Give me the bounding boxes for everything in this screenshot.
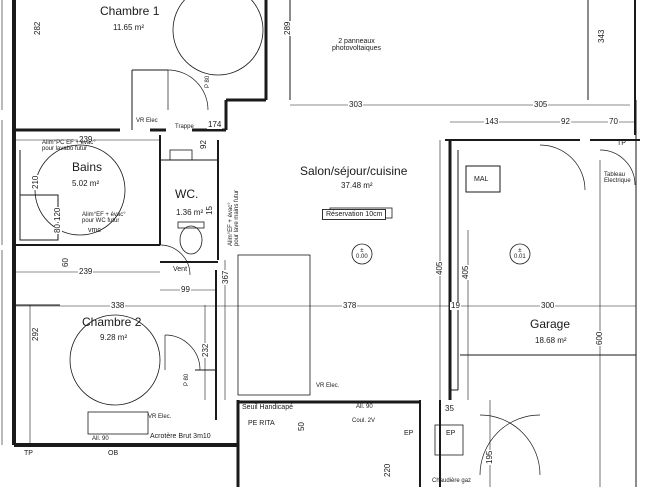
note-ep-2: EP <box>446 430 456 437</box>
dimension-label: 99 <box>180 285 191 294</box>
dimension-label: 405 <box>461 264 470 280</box>
level-marker-1 <box>351 243 373 265</box>
dimension-label: 405 <box>435 260 444 276</box>
note-coul-2v: Coul. 2V <box>352 418 376 424</box>
note-pe-rita: PE RITA <box>248 420 275 427</box>
note-tp-2: TP <box>617 140 626 147</box>
dimension-label: 239 <box>78 267 94 276</box>
note-trappe: Trappe <box>175 124 194 130</box>
dimension-label: 195 <box>485 449 494 465</box>
note-chaudiere: Chaudière gaz <box>432 478 472 484</box>
room-area-garage: 18.68 m² <box>535 336 567 345</box>
room-area-chambre2: 9.28 m² <box>100 333 128 342</box>
dimension-label: 19 <box>450 301 461 310</box>
note-alim-wc: Alim°EF + évac° pour WC futur <box>82 212 126 225</box>
dimension-label: 50 <box>297 421 306 432</box>
dimension-label: 60 <box>61 257 70 268</box>
dimension-label: 80 <box>53 223 62 234</box>
note-seuil: Seuil Handicapé <box>242 404 293 411</box>
room-name-wc: WC. <box>175 187 199 201</box>
note-reservation: Réservation 10cm <box>322 209 387 220</box>
note-vmc: vmc <box>88 227 101 234</box>
dimension-label: 92 <box>560 117 571 126</box>
chambre2-circle <box>69 314 161 406</box>
dimension-label: 303 <box>348 100 364 109</box>
room-name-garage: Garage <box>530 317 571 331</box>
note-acrotere: Acrotère Brut 3m10 <box>150 433 211 440</box>
note-vr-elec-2: VR Elec. <box>316 383 340 389</box>
dimension-label: 343 <box>597 28 606 44</box>
dimension-label: 305 <box>533 100 549 109</box>
note-tableau-electrique: Tableau Electrique <box>604 172 631 185</box>
note-alim-lave: Alim°EF + évac° pour lave mains futur <box>228 189 241 246</box>
room-area-bains: 5.02 m² <box>72 179 100 188</box>
bath-circle <box>34 144 126 236</box>
room-area-wc: 1.36 m² <box>176 208 204 217</box>
room-name-bains: Bains <box>72 160 103 174</box>
room-area-salon: 37.48 m² <box>341 181 373 190</box>
dimension-label: 292 <box>31 326 40 342</box>
dimension-label: 35 <box>444 404 455 413</box>
note-ep-1: EP <box>404 430 414 437</box>
dimension-label: 282 <box>33 20 42 36</box>
note-all-90-a: All. 90 <box>356 404 373 410</box>
level-marker-2 <box>509 243 531 265</box>
dimension-label: 367 <box>221 269 230 285</box>
dimension-label: 15 <box>205 205 214 216</box>
note-ob: OB <box>108 450 119 457</box>
dimension-label: 120 <box>53 206 62 222</box>
dimension-label: 232 <box>201 342 210 358</box>
dimension-label: 92 <box>199 139 208 150</box>
dimension-label: 220 <box>383 462 392 478</box>
note-vr-elec-3: VR Elec. <box>148 414 172 420</box>
dimension-label: 289 <box>283 20 292 36</box>
note-all-90-b: All. 90 <box>92 436 109 442</box>
dimension-label: 70 <box>608 117 619 126</box>
note-mal: MAL <box>474 176 489 183</box>
level-label-2: ± 0.01 <box>514 248 526 261</box>
dimension-label: 239 <box>78 135 94 144</box>
room-name-salon: Salon/séjour/cuisine <box>300 164 408 178</box>
wc-bowl <box>179 225 203 255</box>
note-panneaux: 2 panneaux photovoltaiques <box>332 38 382 52</box>
dimension-label: 300 <box>540 301 556 310</box>
dimension-label: 174 <box>207 120 223 129</box>
note-p80-b: P 80 <box>184 373 190 386</box>
dimension-label: 378 <box>342 301 358 310</box>
room-name-chambre2: Chambre 2 <box>82 315 142 329</box>
dimension-label: 143 <box>484 117 500 126</box>
dimension-label: 210 <box>31 174 40 190</box>
dimension-label: 338 <box>110 301 126 310</box>
note-alim-bains: Alim°PC EF + évac° pour lavabo futur <box>42 140 96 153</box>
note-vr-elec-1: VR Elec <box>136 118 158 124</box>
room-name-chambre1: Chambre 1 <box>100 4 160 18</box>
note-p80-a: P 80 <box>205 75 211 88</box>
note-tp-1: TP <box>24 450 33 457</box>
room-area-chambre1: 11.65 m² <box>113 23 144 32</box>
level-label-1: ± 0.00 <box>356 248 368 261</box>
chambre1-circle <box>172 0 264 76</box>
dimension-label: 600 <box>595 330 604 346</box>
note-vent: Vent <box>173 266 188 273</box>
